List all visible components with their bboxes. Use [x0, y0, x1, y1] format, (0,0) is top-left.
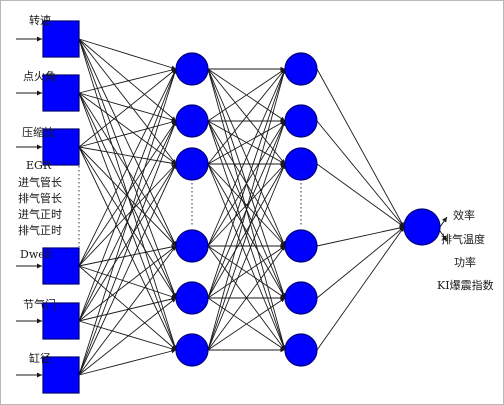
- output-label-power: 功率: [454, 256, 476, 269]
- edge-input-hidden1: [78, 67, 177, 94]
- hidden-node-circle: [175, 229, 209, 263]
- edge-input-hidden1: [78, 146, 177, 166]
- hidden-node-circle: [175, 104, 209, 138]
- input-label-intake-pipe-length: 进气管长: [18, 176, 62, 189]
- edge-input-hidden1: [78, 296, 177, 322]
- edge-input-hidden1: [78, 38, 177, 247]
- edge-input-hidden1: [78, 244, 177, 267]
- edge-hidden1-hidden2: [207, 163, 286, 351]
- connection-lines: [78, 38, 405, 376]
- edge-hidden1-hidden2: [207, 245, 286, 299]
- edge-input-hidden1: [78, 92, 177, 165]
- edge-hidden1-hidden2: [207, 163, 286, 247]
- edge-input-hidden1: [78, 68, 177, 148]
- input-label-bore: 缸径: [29, 352, 51, 365]
- edge-input-hidden1: [78, 68, 177, 322]
- hidden-node-circle: [284, 52, 318, 86]
- edge-input-hidden1: [78, 92, 177, 122]
- input-node-square: [42, 302, 80, 340]
- input-node-square: [42, 20, 80, 58]
- edge-input-hidden1: [78, 320, 177, 351]
- output-label-exhaust-temp: 排气温度: [441, 233, 485, 246]
- edge-hidden1-hidden2: [207, 120, 286, 351]
- network-nodes: [42, 20, 441, 394]
- edge-input-hidden1: [78, 163, 177, 322]
- edge-hidden1-hidden2: [207, 68, 286, 299]
- edge-input-hidden1: [78, 163, 177, 267]
- ellipsis-dots: [78, 166, 302, 247]
- input-label-compression-ratio: 压缩比: [22, 126, 55, 139]
- input-label-dwell: Dwell: [20, 248, 52, 261]
- input-arrows: [16, 36, 448, 378]
- edge-input-hidden1: [78, 146, 177, 247]
- hidden-node-circle: [175, 333, 209, 367]
- input-label-ignition-angle: 点火角: [23, 70, 56, 83]
- edge-hidden1-hidden2: [207, 297, 286, 351]
- edge-hidden1-hidden2: [207, 68, 286, 247]
- input-label-exhaust-pipe-length: 排气管长: [18, 192, 62, 205]
- input-label-speed: 转速: [29, 14, 51, 27]
- edge-hidden2-output: [316, 226, 405, 299]
- edge-input-hidden1: [78, 265, 177, 299]
- edge-input-hidden1: [78, 38, 177, 70]
- edge-input-hidden1: [78, 68, 177, 267]
- output-label-ki-knock-index: KI爆震指数: [437, 279, 494, 292]
- hidden-node-circle: [175, 52, 209, 86]
- hidden-node-circle: [175, 147, 209, 181]
- edge-input-hidden1: [78, 119, 177, 148]
- input-label-intake-timing: 进气正时: [18, 208, 62, 221]
- edge-hidden1-hidden2: [207, 245, 286, 351]
- edge-input-hidden1: [78, 245, 177, 376]
- hidden-node-circle: [284, 229, 318, 263]
- edge-hidden2-output: [316, 225, 405, 247]
- output-arrow: [439, 230, 448, 242]
- input-label-throttle: 节气门: [23, 298, 56, 311]
- input-node-square: [42, 128, 80, 166]
- edge-hidden1-hidden2: [207, 163, 286, 299]
- input-node-square: [42, 247, 80, 285]
- output-arrow: [439, 216, 448, 228]
- edge-input-hidden1: [78, 38, 177, 122]
- output-label-efficiency: 效率: [453, 209, 475, 222]
- input-label-egr: EGR: [26, 159, 52, 172]
- edge-input-hidden1: [78, 68, 177, 376]
- hidden-node-circle: [284, 104, 318, 138]
- hidden-node-circle: [175, 281, 209, 315]
- edge-hidden2-output: [316, 68, 405, 228]
- edge-hidden2-output: [316, 163, 405, 228]
- input-node-square: [42, 356, 80, 394]
- edge-input-hidden1: [78, 120, 177, 267]
- input-label-exhaust-timing: 排气正时: [18, 224, 62, 237]
- edge-input-hidden1: [78, 38, 177, 165]
- edge-hidden1-hidden2: [207, 120, 286, 165]
- hidden-node-circle: [284, 147, 318, 181]
- edge-hidden1-hidden2: [207, 68, 286, 122]
- edge-hidden1-hidden2: [207, 68, 286, 165]
- edge-hidden1-hidden2: [207, 68, 286, 351]
- hidden-node-circle: [284, 333, 318, 367]
- hidden-node-circle: [284, 281, 318, 315]
- output-node-circle: [403, 208, 441, 246]
- edge-hidden2-output: [316, 226, 405, 351]
- edge-input-hidden1: [78, 348, 177, 376]
- edge-hidden2-output: [316, 120, 405, 228]
- edge-input-hidden1: [78, 92, 177, 247]
- edge-input-hidden1: [78, 163, 177, 376]
- edge-input-hidden1: [78, 120, 177, 376]
- edge-input-hidden1: [78, 245, 177, 322]
- edge-input-hidden1: [78, 297, 177, 376]
- input-node-square: [42, 74, 80, 112]
